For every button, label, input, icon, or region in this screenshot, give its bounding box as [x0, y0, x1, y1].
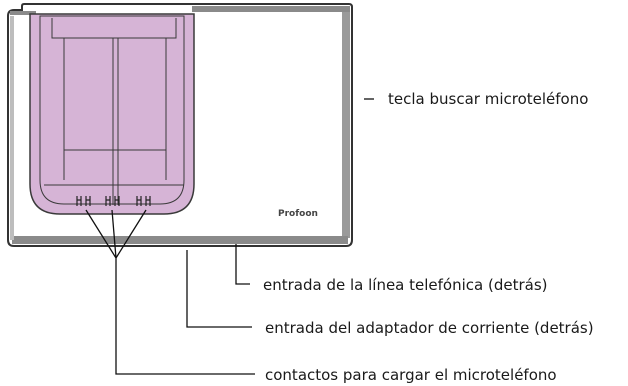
top-lip-left	[10, 11, 36, 15]
leader-lines	[85, 98, 374, 375]
leader-charging-contacts	[85, 209, 255, 375]
contact-left	[76, 196, 91, 206]
charging-contacts	[76, 196, 151, 206]
label-charging-contacts: contactos para cargar el microteléfono	[265, 366, 557, 384]
left-edge	[10, 16, 14, 240]
label-power-adapter-input: entrada del adaptador de corriente (detr…	[265, 319, 594, 337]
cradle-outer	[29, 13, 195, 215]
bottom-edge	[12, 236, 348, 244]
handset-cradle	[29, 13, 195, 215]
top-lip	[192, 6, 350, 12]
right-edge	[342, 12, 350, 238]
leader-power-adapter	[186, 250, 252, 328]
label-find-handset-key: tecla buscar microteléfono	[388, 90, 588, 108]
leader-phone-line	[235, 244, 250, 285]
cradle-upper-contour	[51, 18, 177, 39]
cradle-inner	[39, 15, 185, 205]
contact-right	[136, 196, 151, 206]
label-phone-line-input: entrada de la línea telefónica (detrás)	[263, 276, 548, 294]
brand-logo: Profoon	[278, 209, 318, 219]
contact-middle	[105, 196, 120, 206]
